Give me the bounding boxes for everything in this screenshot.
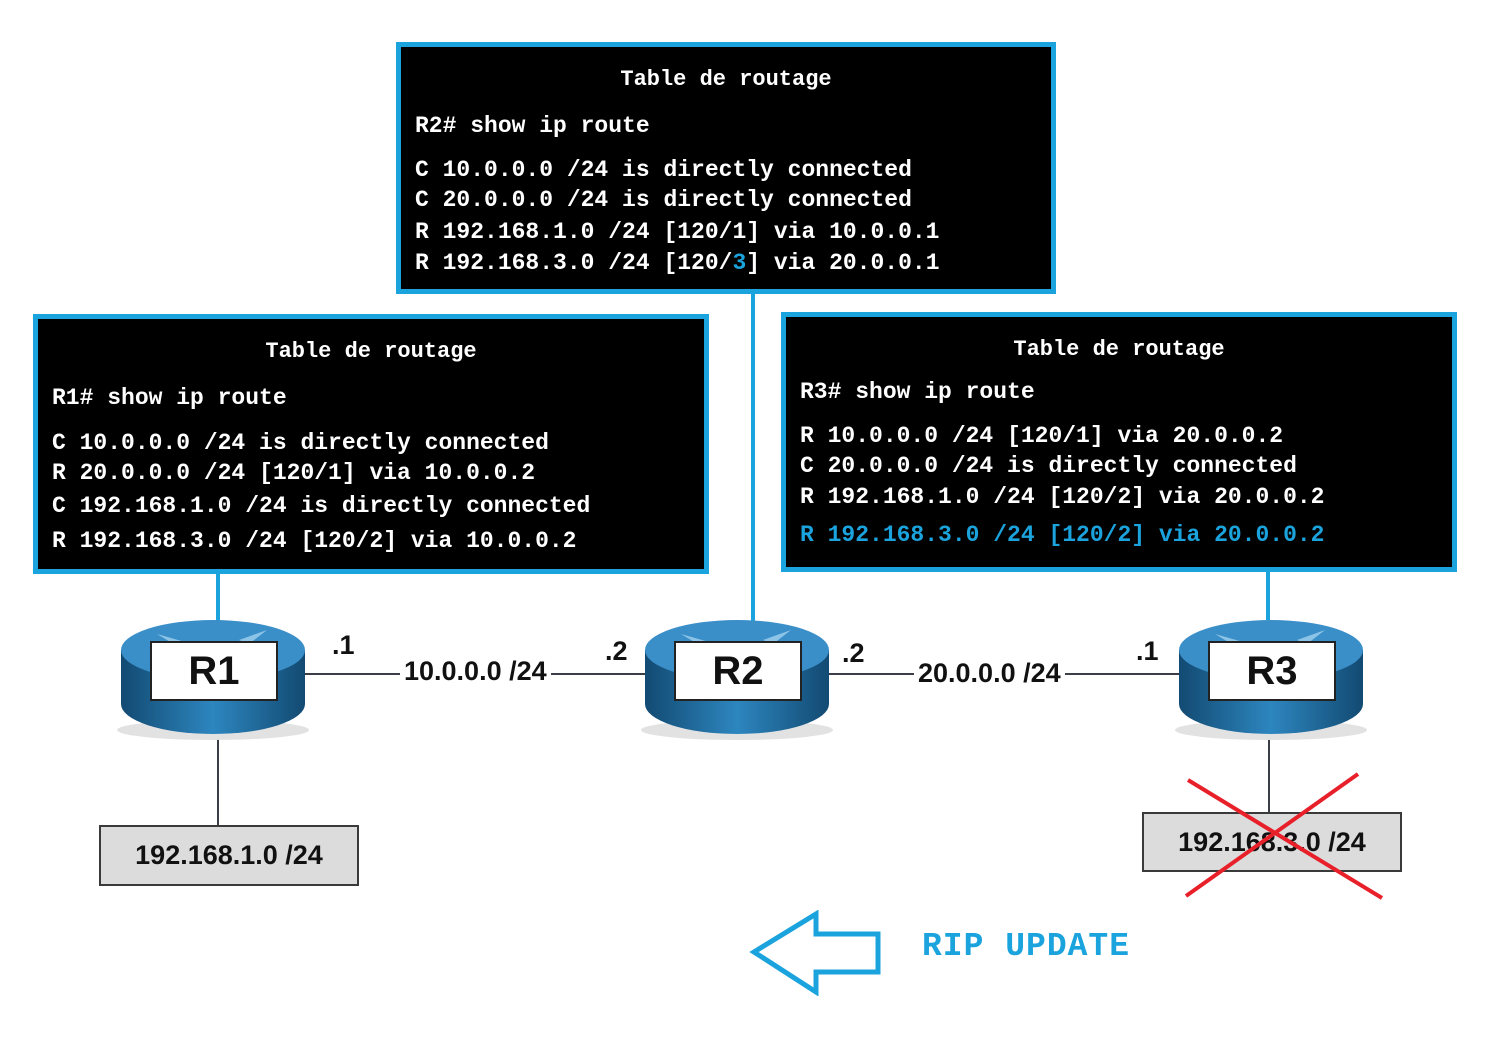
r2-route-3: R 192.168.1.0 /24 [120/1] via 10.0.0.1	[415, 219, 940, 245]
router-r1[interactable]: R1	[117, 612, 317, 742]
r3-interface-label: .1	[1136, 636, 1159, 666]
r1-command: R1# show ip route	[52, 385, 287, 411]
router-r2-label: R2	[674, 641, 802, 701]
r2-route-2: C 20.0.0.0 /24 is directly connected	[415, 187, 912, 213]
lan-192-168-1: 192.168.1.0 /24	[99, 825, 359, 886]
r1-table-title: Table de routage	[265, 339, 477, 364]
r2-route-4-suffix: ] via 20.0.0.1	[746, 250, 940, 276]
failure-cross-icon	[1184, 772, 1384, 900]
lan-192-168-3: 192.168.3.0 /24	[1142, 812, 1402, 872]
r2-route-4-prefix: R 192.168.3.0 /24 [120/	[415, 250, 733, 276]
r2-right-interface-label: .2	[842, 638, 865, 668]
router-r2[interactable]: R2	[641, 612, 841, 742]
r1-route-3: C 192.168.1.0 /24 is directly connected	[52, 493, 591, 519]
r3-route-3: R 192.168.1.0 /24 [120/2] via 20.0.0.2	[800, 484, 1325, 510]
r3-routing-table: Table de routage R3# show ip route R 10.…	[781, 312, 1457, 572]
r3-route-1: R 10.0.0.0 /24 [120/1] via 20.0.0.2	[800, 423, 1284, 449]
network-10-label: 10.0.0.0 /24	[400, 656, 551, 687]
r2-terminal-wire	[751, 292, 755, 626]
r3-route-4-updated: R 192.168.3.0 /24 [120/2] via 20.0.0.2	[800, 522, 1325, 548]
r3-terminal-wire	[1266, 570, 1270, 620]
rip-update-label: RIP UPDATE	[922, 928, 1131, 965]
r1-routing-table: Table de routage R1# show ip route C 10.…	[33, 314, 709, 574]
r3-table-title: Table de routage	[1013, 337, 1225, 362]
r2-route-4: R 192.168.3.0 /24 [120/3] via 20.0.0.1	[415, 250, 940, 276]
router-r3-label: R3	[1208, 641, 1336, 701]
link-r1-lan	[217, 735, 219, 827]
router-r3[interactable]: R3	[1175, 612, 1375, 742]
r2-left-interface-label: .2	[605, 636, 628, 666]
r1-terminal-wire	[216, 572, 220, 622]
network-20-label: 20.0.0.0 /24	[914, 658, 1065, 689]
r1-route-4: R 192.168.3.0 /24 [120/2] via 10.0.0.2	[52, 528, 577, 554]
r1-route-2: R 20.0.0.0 /24 [120/1] via 10.0.0.2	[52, 460, 536, 486]
router-r1-label: R1	[150, 641, 278, 701]
r2-route-4-metric: 3	[732, 250, 747, 276]
link-r3-lan	[1268, 735, 1270, 815]
r1-interface-label: .1	[332, 630, 355, 660]
r3-route-2: C 20.0.0.0 /24 is directly connected	[800, 453, 1297, 479]
r2-table-title: Table de routage	[620, 67, 832, 92]
left-arrow-icon	[749, 910, 881, 996]
r1-route-1: C 10.0.0.0 /24 is directly connected	[52, 430, 549, 456]
r2-route-1: C 10.0.0.0 /24 is directly connected	[415, 157, 912, 183]
r2-command: R2# show ip route	[415, 113, 650, 139]
r3-command: R3# show ip route	[800, 379, 1035, 405]
r2-routing-table: Table de routage R2# show ip route C 10.…	[396, 42, 1056, 294]
